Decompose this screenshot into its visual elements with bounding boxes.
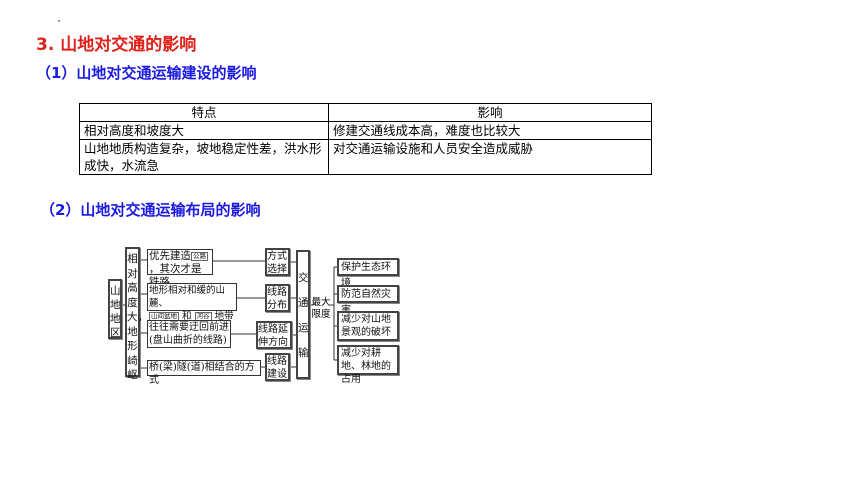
outcome-reduce-land-occupation: 减少对耕地、林地的占用 — [337, 345, 399, 385]
subheading-construction: （1）山地对交通运输建设的影响 — [36, 64, 257, 82]
result-mode-selection: 方式选择 — [265, 248, 290, 276]
section-heading: 3. 山地对交通的影响 — [36, 35, 197, 55]
table-row: 山地地质构造复杂，坡地稳定性差，洪水形成快，水流急 对交通运输设施和人员安全造成… — [79, 139, 652, 175]
branch-text: 优先建造 — [149, 250, 191, 262]
branch-text: 地带 — [214, 311, 234, 322]
outcome-prevent-disasters: 防范自然灾害 — [337, 285, 399, 316]
impact-table: 特点 影响 相对高度和坡度大 修建交通线成本高，难度也比较大 山地地质构造复杂，… — [79, 103, 652, 175]
tag-highway: 公路 — [191, 251, 208, 261]
branch-line-distribution: 地形相对和缓的山麓、 山间盆地 和 河谷 地带 — [147, 283, 237, 322]
feature-node: 相对高度大，地形崎岖 — [125, 247, 148, 381]
outcome-protect-ecology: 保护生态环境 — [337, 258, 399, 289]
branch-winding-route: 往往需要迂回前进(盘山曲折的线路) — [147, 320, 231, 348]
outcome-reduce-landscape-damage: 减少对山地景观的破坏 — [337, 311, 399, 341]
result-line-distribution: 线路分布 — [265, 284, 290, 312]
result-line-direction: 线路延伸方向 — [256, 321, 292, 349]
table-cell: 对交通运输设施和人员安全造成威胁 — [328, 139, 652, 175]
branch-text: 地形相对和缓的山麓、 — [149, 285, 226, 309]
subheading-layout: （2）山地对交通运输布局的影响 — [40, 201, 261, 219]
table-cell: 修建交通线成本高，难度也比较大 — [328, 121, 652, 140]
branch-mode-priority: 优先建造公路，其次才是铁路 — [147, 249, 213, 288]
branch-text: 和 — [182, 311, 192, 322]
decorative-dot — [58, 20, 60, 22]
root-node: 山地地区 — [108, 279, 122, 339]
transport-node: 交通运输 — [296, 250, 310, 379]
branch-bridge-tunnel: 桥(梁)隧(道)相结合的方式 — [147, 360, 261, 386]
result-line-construction: 线路建设 — [265, 353, 290, 381]
max-extent-label: 最大限度 — [311, 297, 331, 320]
